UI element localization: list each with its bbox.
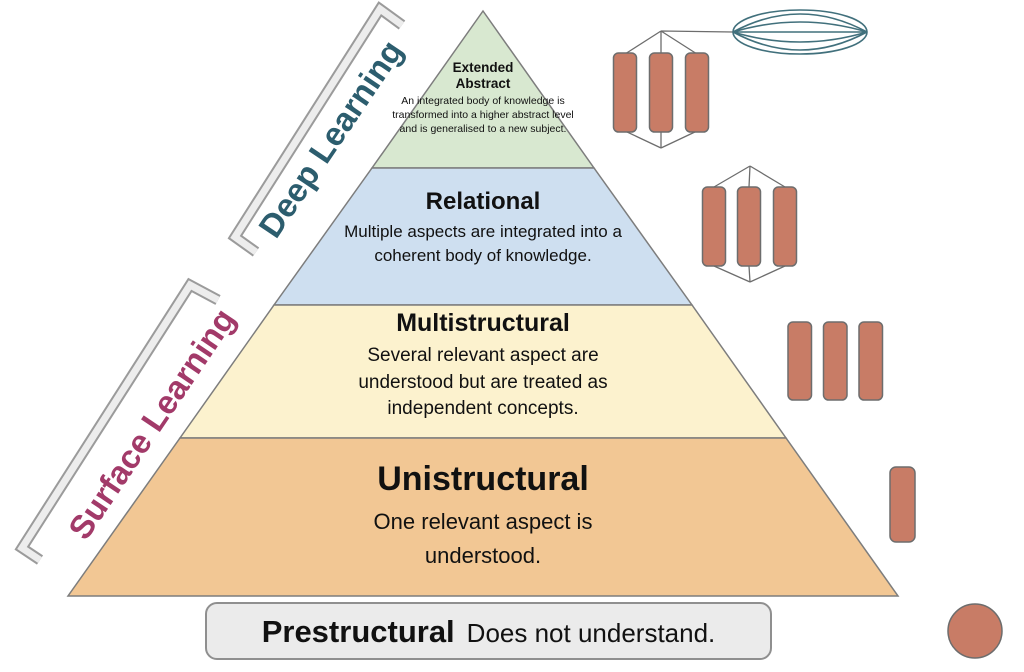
multistructural-text: Multistructural Several relevant aspect … [273, 309, 693, 423]
prestructural-dot-icon [947, 603, 1003, 659]
level-description: Several relevant aspect are understood b… [358, 345, 608, 420]
abstraction-ellipse-icon [732, 9, 868, 55]
extended-abstract-text: Extended Abstract An integrated body of … [383, 60, 583, 136]
level-title: Relational [425, 188, 541, 215]
prestructural-box: Prestructural Does not understand. [205, 602, 772, 660]
level-description: An integrated body of knowledge is trans… [392, 95, 574, 135]
deep-learning-bracket [227, 1, 406, 257]
extended-abstract-icon [612, 9, 868, 149]
unistructural-text: Unistructural One relevant aspect is und… [243, 460, 723, 573]
relational-text: Relational Multiple aspects are integrat… [303, 188, 663, 268]
surface-learning-bracket [14, 277, 221, 565]
pyramid [66, 9, 900, 597]
level-description: Multiple aspects are integrated into a c… [344, 222, 622, 265]
level-title: Extended Abstract [452, 60, 514, 92]
level-description: One relevant aspect is understood. [373, 509, 593, 569]
pyramid-level-unistructural [66, 437, 900, 597]
relational-icon [701, 165, 798, 283]
prestructural-description: Does not understand. [466, 618, 716, 648]
prestructural-title: Prestructural [261, 614, 455, 649]
level-title: Multistructural [396, 309, 570, 337]
multistructural-icon [787, 321, 884, 401]
unistructural-icon [889, 466, 916, 543]
level-title: Unistructural [377, 460, 589, 498]
